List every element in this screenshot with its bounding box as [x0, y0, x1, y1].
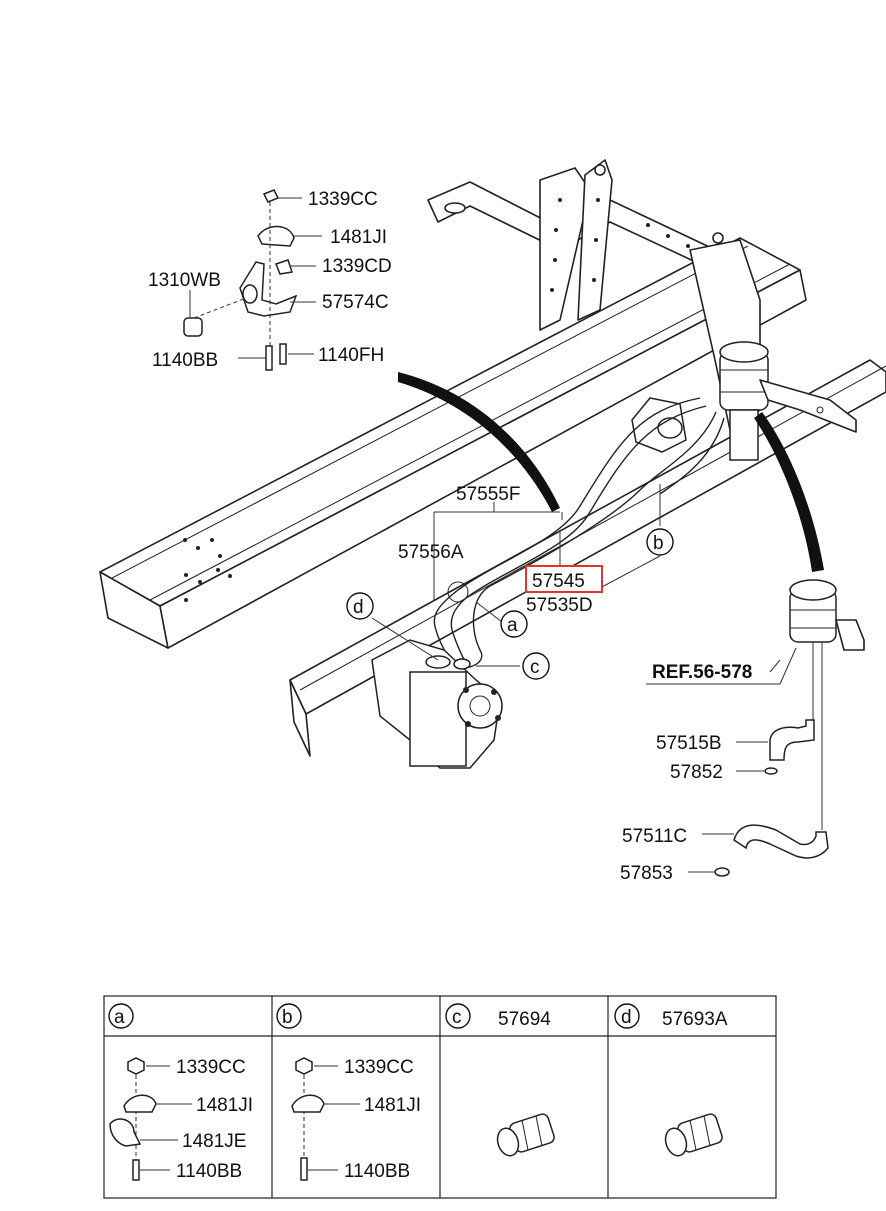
svg-text:b: b [653, 533, 664, 554]
hose-clip-57852 [764, 767, 778, 775]
callout-57556A: 57556A [398, 542, 464, 563]
callout-1310WB: 1310WB [148, 270, 221, 291]
callout-1140FH: 1140FH [318, 345, 384, 366]
part-57693A: 57693A [662, 1009, 728, 1030]
callout-57545: 57545 [532, 571, 585, 592]
return-hose-57515B [769, 719, 815, 761]
callout-57574C: 57574C [322, 292, 389, 313]
svg-text:c: c [530, 657, 540, 678]
highlight-box-57545 [525, 565, 603, 593]
legend-cell-d: d 57693A [614, 1003, 728, 1157]
svg-text:1140BB: 1140BB [176, 1161, 242, 1182]
frame-rail-upper [99, 237, 807, 649]
oil-reservoir-detail [789, 579, 865, 830]
marker-c: c [522, 652, 550, 680]
pointer-arrow-left [398, 372, 560, 512]
svg-text:1339CC: 1339CC [176, 1057, 246, 1078]
svg-text:a: a [114, 1007, 125, 1028]
hose-clip-57853 [714, 867, 730, 877]
callout-1339CD: 1339CD [322, 256, 392, 277]
callout-1140BB: 1140BB [152, 350, 218, 371]
legend-cell-c: c 57694 [445, 1003, 555, 1157]
svg-text:a: a [507, 615, 518, 636]
detail-circle-a [447, 581, 469, 603]
callout-57515B: 57515B [656, 733, 722, 754]
legend-cell-a: a 1339CC 1481JI 1481JE 1140BB [108, 1003, 253, 1182]
svg-text:1481JI: 1481JI [364, 1095, 421, 1116]
svg-text:d: d [621, 1007, 632, 1028]
svg-text:1140BB: 1140BB [344, 1161, 410, 1182]
cross-member [427, 159, 761, 431]
union-fitting-57694 [496, 1113, 555, 1157]
part-57694: 57694 [498, 1009, 551, 1030]
suction-hose-57511C [733, 824, 829, 859]
marker-a: a [500, 610, 528, 638]
parts-legend-table [103, 995, 777, 1199]
svg-text:1481JE: 1481JE [182, 1131, 246, 1152]
svg-text:1481JI: 1481JI [196, 1095, 253, 1116]
callout-57852: 57852 [670, 762, 723, 783]
callout-57555F: 57555F [456, 484, 520, 505]
svg-text:c: c [452, 1007, 462, 1028]
pressure-hose-run [433, 397, 725, 669]
callout-ref-56-578: REF.56-578 [652, 662, 752, 683]
steering-gear-box [371, 639, 503, 769]
marker-d: d [346, 592, 374, 620]
callout-1339CC: 1339CC [308, 189, 378, 210]
oil-reservoir-mounted [719, 341, 857, 461]
leader-lines [189, 197, 797, 873]
svg-text:b: b [282, 1007, 293, 1028]
svg-text:1339CC: 1339CC [344, 1057, 414, 1078]
marker-b: b [646, 528, 674, 556]
union-fitting-57693A [664, 1113, 723, 1157]
callout-57853: 57853 [620, 863, 673, 884]
callout-57535D: 57535D [526, 595, 593, 616]
callout-57511C: 57511C [622, 826, 687, 847]
callout-1481JI: 1481JI [330, 227, 387, 248]
bracket-assembly [183, 189, 298, 371]
svg-text:d: d [353, 597, 364, 618]
legend-cell-b: b 1339CC 1481JI 1140BB [276, 1003, 421, 1182]
pointer-arrow-right [754, 412, 824, 572]
